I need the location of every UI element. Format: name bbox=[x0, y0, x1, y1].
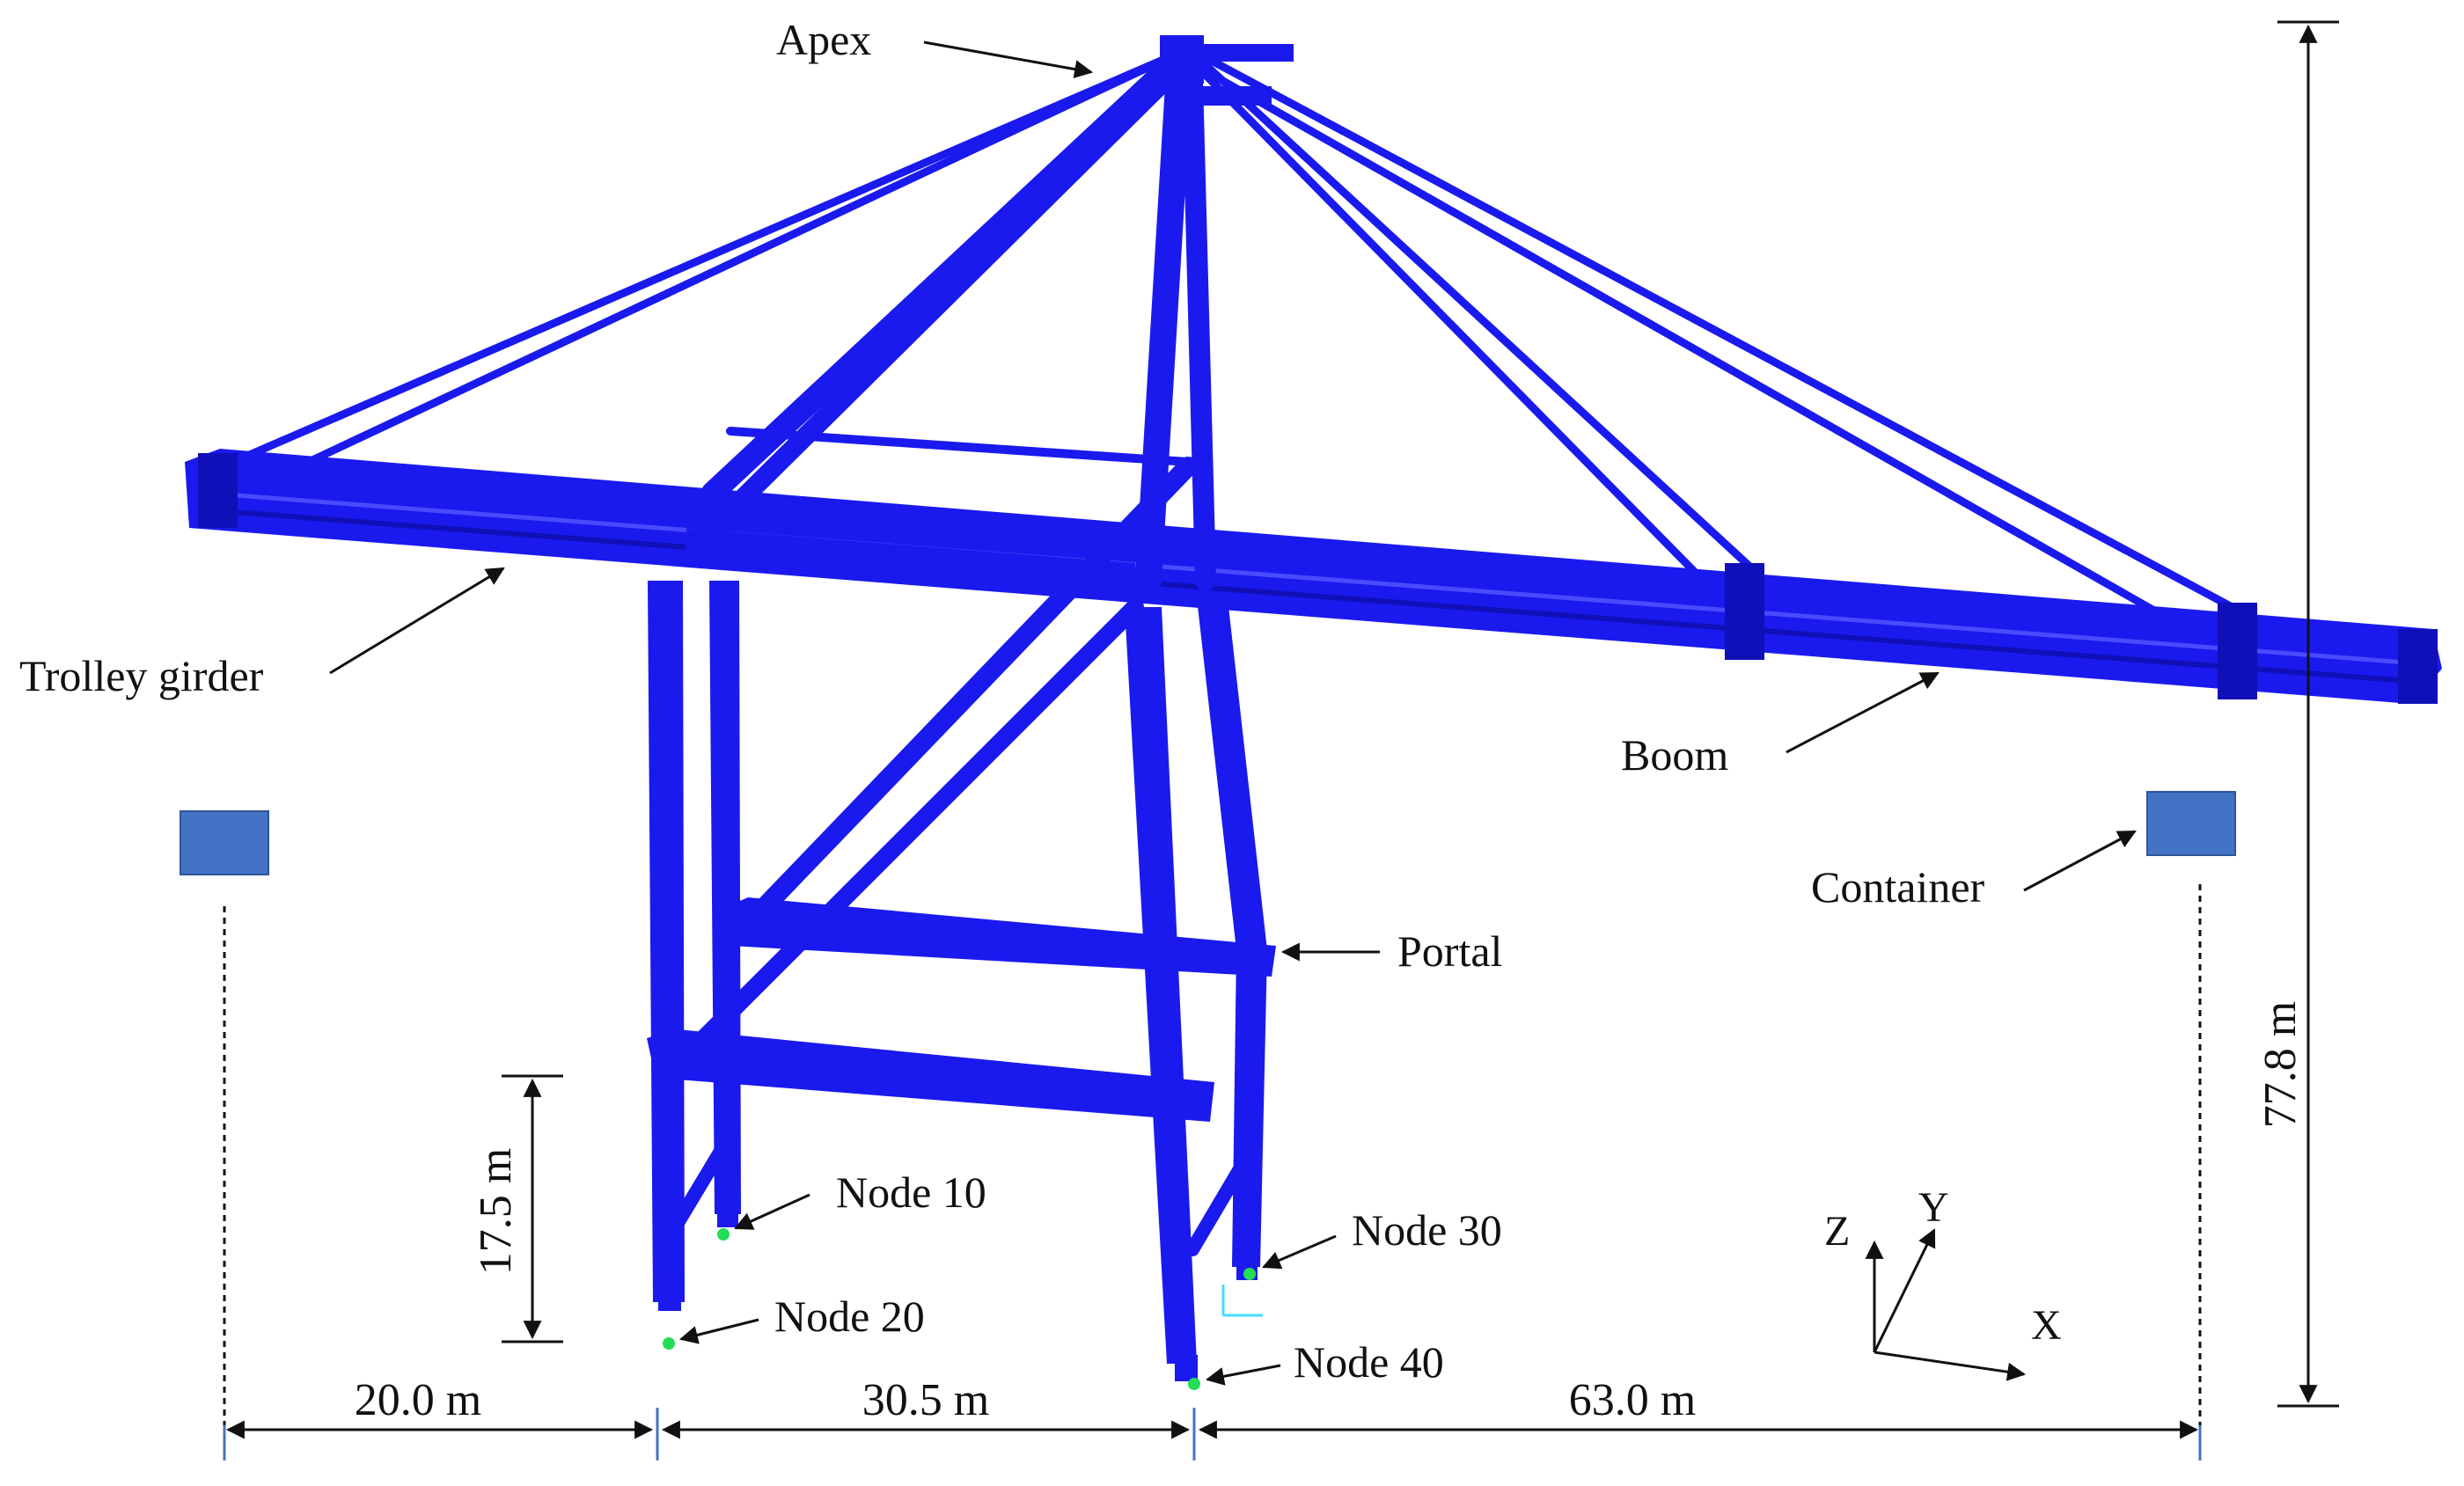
trolley-girder-and-boom bbox=[185, 449, 2442, 704]
arrow-boom bbox=[1786, 671, 1940, 754]
label-node20: Node 20 bbox=[774, 1292, 925, 1341]
dimension-total-height-label: 77.8 m bbox=[2255, 1001, 2306, 1128]
arrow-container bbox=[2023, 830, 2137, 892]
dimension-leg-height: 17.5 m bbox=[471, 1074, 563, 1343]
dimension-total-height: 77.8 m bbox=[2255, 20, 2339, 1408]
crane-structure bbox=[185, 35, 2442, 1390]
label-container: Container bbox=[1811, 862, 1985, 911]
dimension-bottom: 20.0 m 30.5 m 63.0 m bbox=[223, 1375, 2202, 1460]
dimension-span-label: 30.5 m bbox=[862, 1375, 989, 1425]
label-apex: Apex bbox=[776, 15, 871, 64]
label-node30: Node 30 bbox=[1352, 1205, 1502, 1255]
dimension-left-outreach-label: 20.0 m bbox=[355, 1375, 481, 1425]
axis-z-label: Z bbox=[1824, 1208, 1850, 1255]
container-left bbox=[180, 810, 269, 875]
arrow-node20 bbox=[678, 1318, 759, 1344]
container-right bbox=[2146, 791, 2236, 856]
dimension-right-outreach-label: 63.0 m bbox=[1569, 1375, 1696, 1425]
arrow-trolley-girder bbox=[329, 567, 505, 675]
stay-cables bbox=[220, 48, 2253, 651]
dimension-leg-height-label: 17.5 m bbox=[471, 1148, 521, 1275]
local-axis-glyph bbox=[1221, 1285, 1263, 1317]
arrow-apex bbox=[923, 40, 1094, 79]
portal-diagonals bbox=[686, 457, 1198, 1056]
label-boom: Boom bbox=[1621, 730, 1728, 780]
arrow-node30 bbox=[1262, 1234, 1337, 1270]
coordinate-axes: Z Y X bbox=[1824, 1184, 2062, 1381]
arrow-node10 bbox=[734, 1193, 810, 1230]
label-trolley-girder: Trolley girder bbox=[19, 651, 264, 700]
arrow-node40 bbox=[1205, 1364, 1281, 1386]
axis-y-label: Y bbox=[1918, 1184, 1949, 1231]
portal-crossbeams bbox=[647, 528, 1276, 1122]
label-node10: Node 10 bbox=[836, 1168, 986, 1217]
leg-bracing bbox=[660, 1128, 1257, 1256]
node-markers bbox=[663, 1228, 1256, 1390]
label-portal: Portal bbox=[1397, 926, 1502, 976]
axis-x-label: X bbox=[2031, 1302, 2062, 1349]
label-node40: Node 40 bbox=[1294, 1337, 1444, 1387]
